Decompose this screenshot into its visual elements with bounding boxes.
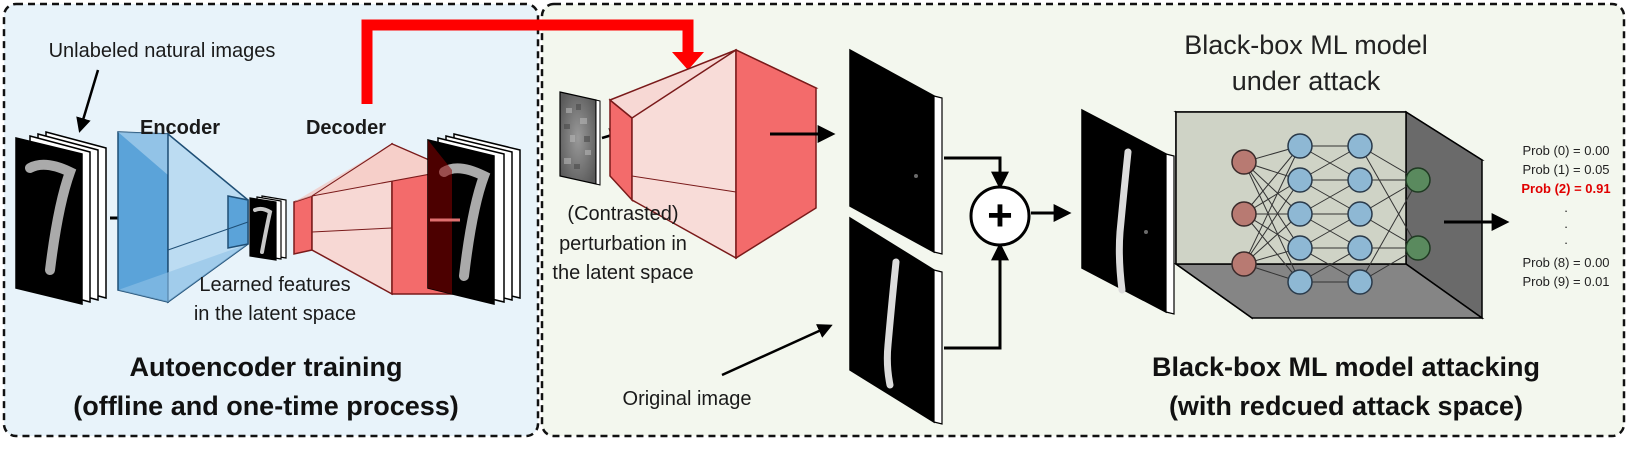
decoder-label: Decoder	[306, 117, 386, 139]
model-title-line2: under attack	[1232, 66, 1381, 96]
output-layer-nodes	[1405, 167, 1431, 261]
encoder-label: Encoder	[140, 117, 220, 139]
right-title-line1: Black-box ML model attacking	[1152, 352, 1540, 382]
original-to-plus-line	[944, 242, 1009, 350]
plus-operator: +	[969, 185, 1031, 247]
input-label: Unlabeled natural images	[49, 40, 276, 62]
hidden-layer-nodes	[1287, 133, 1373, 295]
perturbation-image	[849, 48, 943, 255]
adversarial-image	[1081, 108, 1175, 315]
probability-list: Prob (0) = 0.00 Prob (1) = 0.05 Prob (2)…	[1521, 143, 1610, 289]
encoder-block	[117, 131, 249, 304]
original-image	[849, 216, 943, 425]
plus-symbol: +	[987, 191, 1013, 240]
prob-0: Prob (0) = 0.00	[1522, 143, 1609, 158]
latent-label-line2: in the latent space	[194, 303, 356, 325]
model-title-line1: Black-box ML model	[1184, 30, 1428, 60]
left-title-line1: Autoencoder training	[129, 352, 402, 382]
prob-8: Prob (8) = 0.00	[1522, 255, 1609, 270]
prob-dot-2: .	[1564, 216, 1568, 231]
perturbation-to-plus-line	[944, 156, 1009, 190]
black-box-model	[1173, 110, 1485, 320]
prob-dot-3: .	[1564, 232, 1568, 247]
perturb-label-line1: (Contrasted)	[567, 203, 678, 225]
prob-2: Prob (2) = 0.91	[1521, 181, 1610, 196]
perturbation-decoder-block	[608, 48, 819, 260]
input-label-arrow	[76, 69, 100, 133]
perturb-label-line3: the latent space	[552, 262, 693, 284]
original-label-arrow	[721, 324, 833, 377]
left-title-line2: (offline and one-time process)	[73, 391, 459, 421]
input-layer-nodes	[1231, 149, 1257, 277]
feedback-arrow	[361, 19, 704, 104]
latent-feature-stack	[249, 195, 287, 261]
perturbation-noise-image	[559, 91, 601, 186]
prob-9: Prob (9) = 0.01	[1522, 274, 1609, 289]
reconstruction-stack	[427, 133, 521, 305]
right-title-line2: (with redcued attack space)	[1169, 391, 1523, 421]
input-image-stack	[15, 131, 107, 305]
prob-1: Prob (1) = 0.05	[1522, 162, 1609, 177]
original-label: Original image	[623, 388, 752, 410]
latent-label-line1: Learned features	[199, 274, 350, 296]
prob-dot-1: .	[1564, 200, 1568, 215]
perturb-label-line2: perturbation in	[559, 233, 687, 255]
